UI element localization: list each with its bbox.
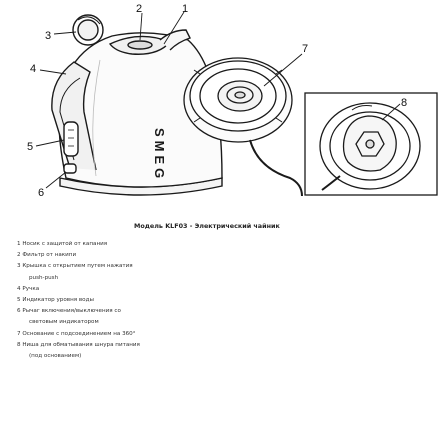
callout-2: 2 <box>136 3 142 15</box>
parts-list-item-continuation: световым индикатором <box>29 319 99 326</box>
parts-list-item: 4 Ручка <box>17 285 40 292</box>
parts-list-item: 8 Ниша для обматывания шнура питания <box>17 341 140 348</box>
parts-list-item: 6 Рычаг включения/выключения со <box>17 308 121 315</box>
parts-list: 1 Носик с защитой от капания 2 Фильтр от… <box>17 239 317 362</box>
parts-list-item: 5 Индикатор уровня воды <box>17 297 94 304</box>
callout-lines <box>35 11 401 189</box>
brand-logo: SMEG <box>152 128 167 182</box>
kettle-illustration <box>51 14 223 196</box>
parts-list-item: 2 Фильтр от накипи <box>17 252 77 259</box>
parts-list-item: 1 Носик с защитой от капания <box>17 241 108 247</box>
callout-1: 1 <box>182 3 188 15</box>
callout-3: 3 <box>45 30 51 42</box>
parts-list-item-continuation: push-push <box>29 274 59 281</box>
callout-7: 7 <box>302 43 308 55</box>
kettle-diagram: SMEG 1 2 3 4 5 6 7 8 <box>27 3 438 199</box>
base-underside-illustration <box>319 102 421 191</box>
callout-8: 8 <box>401 97 407 109</box>
callout-6: 6 <box>38 187 44 199</box>
parts-list-item: 3 Крышка с открытием путем нажатия <box>17 263 133 270</box>
parts-list-item-continuation: (под основанием) <box>29 353 82 360</box>
parts-list-item: 7 Основание с подсоединением на 360° <box>17 330 136 337</box>
callout-4: 4 <box>30 63 36 75</box>
callout-5: 5 <box>27 141 33 153</box>
diagram-caption: Модель KLF03 - Электрический чайник <box>134 222 280 230</box>
base-station-illustration <box>183 57 303 197</box>
